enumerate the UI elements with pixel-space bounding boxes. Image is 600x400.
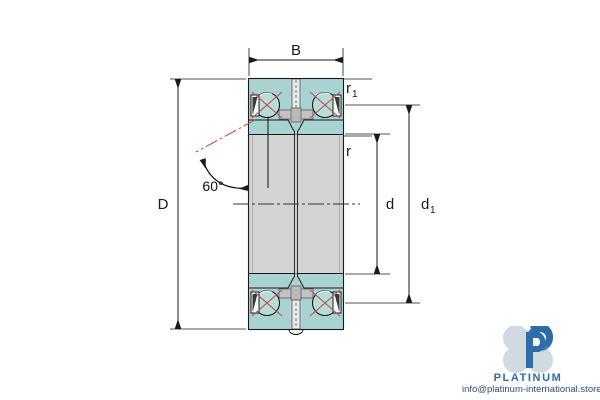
dimension-B: B: [248, 42, 344, 76]
contact-angle-lines-bottom: [251, 289, 341, 317]
dimension-d: d: [345, 133, 394, 275]
cage-top: [278, 107, 314, 123]
raceway-row-bottom: [248, 273, 344, 330]
dimension-r1-subscript: 1: [352, 89, 358, 100]
seal-groove-bottom-left: [250, 291, 260, 314]
contact-angle-lines-top: [251, 91, 341, 119]
watermark-email: info@platinum-international.store: [462, 384, 600, 395]
watermark: PLATINUM info@platinum-international.sto…: [462, 326, 600, 398]
dimension-r1: r 1: [343, 78, 372, 100]
shield-slot-bottom: [291, 296, 301, 330]
cage-bottom: [278, 285, 314, 301]
dimension-d1: d 1: [345, 104, 436, 304]
dimension-r1-label: r: [346, 80, 351, 97]
inner-ring-shoulder-top: [248, 119, 344, 135]
seal-groove-top-right: [332, 94, 342, 117]
platinum-p-logo-icon: [503, 326, 553, 373]
dimension-B-label: B: [291, 42, 301, 59]
dimension-d1-subscript: 1: [430, 205, 436, 216]
seal-groove-top-left: [250, 94, 260, 117]
contact-angle-label: 60°: [202, 178, 223, 194]
watermark-brand: PLATINUM: [493, 372, 563, 384]
dimension-D-label: D: [158, 196, 169, 213]
dimension-r-label: r: [346, 143, 351, 160]
bottom-notch: [288, 329, 304, 335]
shield-slot-top: [291, 78, 301, 112]
dimension-r: r: [343, 135, 372, 160]
contact-angle-annotation: 60°: [195, 117, 269, 194]
dimension-D: D: [158, 78, 246, 330]
seal-groove-bottom-right: [332, 291, 342, 314]
bearing-body: [247, 77, 345, 335]
dimension-d-label: d: [386, 196, 394, 213]
dimension-d1-label: d: [421, 196, 429, 213]
